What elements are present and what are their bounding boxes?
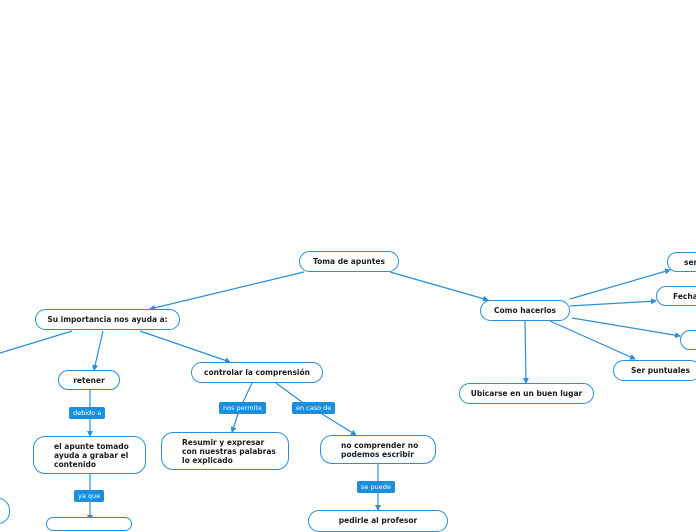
node-ser-puntuales[interactable]: Ser puntuales [613,360,696,381]
edge-como-ubicarse [522,320,529,384]
edge-como-ser [569,268,671,300]
edge-como-right3 [571,317,681,339]
node-ubicarse[interactable]: Ubicarse en un buen lugar [459,383,594,404]
node-retener[interactable]: retener [58,370,120,390]
node-controlar-comprension[interactable]: controlar la comprensión [191,362,323,383]
connector-lines [0,268,681,520]
node-pedirle-profesor[interactable]: pedirle al profesor [308,510,448,532]
edge-permite-resumir [230,413,239,433]
edge-importancia-retener [92,330,104,371]
edge-como-fecha [569,298,657,307]
node-como-hacerlos[interactable]: Como hacerlos [480,300,570,321]
edge-importancia-left [0,330,73,354]
label-debido-a: debido a [69,407,106,419]
edge-encaso-nocomp [321,413,357,436]
edge-root-como [389,271,489,302]
node-su-importancia[interactable]: Su importancia nos ayuda a: [35,309,180,330]
node-fecha-partial[interactable]: Fecha [656,286,696,306]
edge-como-puntuales [549,320,636,360]
node-right-partial[interactable] [680,330,696,350]
node-apunte-tomado[interactable]: el apunte tomado ayuda a grabar el conte… [33,436,146,474]
edge-importancia-controlar [139,330,231,364]
label-nos-permite: nos permite [219,402,266,414]
edge-controlar-encaso [275,382,303,403]
node-toma-de-apuntes[interactable]: Toma de apuntes [299,251,399,272]
label-ya-que: ya que [74,490,105,502]
label-se-puede: se puede [357,481,395,493]
node-bottom-partial[interactable] [46,517,132,531]
edge-controlar-permite [242,382,253,403]
edge-root-importancia [149,271,305,311]
label-en-caso-de: en caso de [292,402,336,414]
node-resumir[interactable]: Resumir y expresar con nuestras palabras… [161,432,289,470]
node-no-comprender[interactable]: no comprender no podemos escribir [320,435,436,464]
node-ser-partial[interactable]: ser [667,252,696,272]
